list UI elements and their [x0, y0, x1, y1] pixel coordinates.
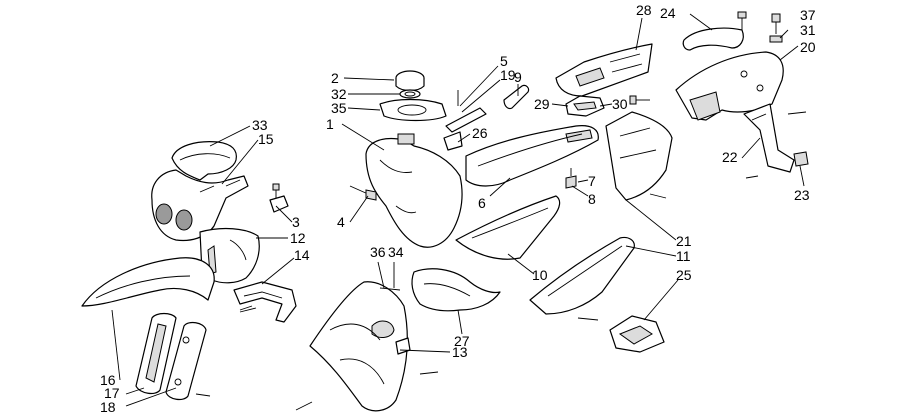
callout-25: 25	[676, 267, 692, 283]
callout-33: 33	[252, 117, 268, 133]
part-side-panel-lower	[529, 236, 635, 315]
callout-17: 17	[104, 385, 120, 401]
part-fork-guard-left	[135, 312, 177, 395]
callout-10: 10	[532, 267, 548, 283]
callout-20: 20	[800, 39, 816, 55]
part-fork-guard-right	[165, 321, 207, 401]
callout-23: 23	[794, 187, 810, 203]
part-tail-light	[565, 95, 605, 117]
part-grab-handle	[682, 27, 744, 51]
part-seat	[465, 125, 599, 187]
callout-13: 13	[452, 344, 468, 360]
part-radiator-shroud-left	[309, 281, 411, 412]
part-bracket-nut	[793, 151, 809, 167]
part-fuel-tank	[365, 133, 463, 248]
leader-lines	[111, 13, 805, 407]
part-tank-plate	[379, 98, 447, 122]
part-side-panel-rear	[605, 111, 673, 201]
part-fork-bracket	[233, 281, 297, 323]
part-tank-strap	[445, 90, 487, 133]
callout-14: 14	[294, 247, 310, 263]
part-tank-mount	[443, 131, 463, 151]
callout-29: 29	[534, 96, 550, 112]
callout-5: 5	[500, 53, 508, 69]
part-cap-washer	[399, 89, 421, 99]
callout-28: 28	[636, 2, 652, 18]
callout-4: 4	[337, 214, 345, 230]
callout-7: 7	[588, 173, 596, 189]
callout-9: 9	[514, 69, 522, 85]
callout-35: 35	[331, 100, 347, 116]
callout-32: 32	[331, 86, 347, 102]
callout-15: 15	[258, 131, 274, 147]
callout-18: 18	[100, 399, 116, 415]
part-rear-fender	[675, 51, 784, 121]
part-tank-bolt	[349, 185, 377, 201]
callout-1: 1	[326, 116, 334, 132]
part-bracket-screw	[269, 183, 289, 213]
part-headlight-cover	[171, 141, 237, 181]
callout-34: 34	[388, 244, 404, 260]
callout-6: 6	[478, 195, 486, 211]
part-engine-guard	[411, 268, 501, 312]
part-fuel-cap	[395, 70, 425, 92]
callout-3: 3	[292, 214, 300, 230]
callout-11: 11	[676, 248, 691, 264]
callout-37: 37	[800, 7, 816, 23]
part-seat-bump	[503, 84, 530, 110]
part-fastener-set	[195, 11, 807, 411]
callout-26: 26	[472, 125, 488, 141]
callout-21: 21	[676, 233, 692, 249]
part-front-fender	[81, 257, 215, 307]
callout-27: 27	[454, 333, 470, 349]
callout-30: 30	[612, 96, 628, 112]
callout-labels: 1 2 3 4 5 6 7 8 9 10 11 12 13 14 15 16 1…	[100, 2, 816, 415]
part-headlight-fairing	[151, 169, 249, 242]
callout-16: 16	[100, 372, 116, 388]
callout-19: 19	[500, 67, 516, 83]
part-tank-shroud	[555, 43, 653, 97]
part-tail-screw	[629, 95, 650, 105]
part-side-panel-left	[455, 195, 561, 260]
callout-36: 36	[370, 244, 386, 260]
callout-8: 8	[588, 191, 596, 207]
callout-12: 12	[290, 230, 306, 246]
callout-24: 24	[660, 5, 676, 21]
part-fender-bracket	[743, 103, 795, 173]
callout-2: 2	[331, 70, 339, 86]
callout-22: 22	[722, 149, 738, 165]
part-seat-bolt	[565, 168, 577, 189]
callout-31: 31	[800, 22, 816, 38]
part-mud-flap	[609, 315, 665, 353]
